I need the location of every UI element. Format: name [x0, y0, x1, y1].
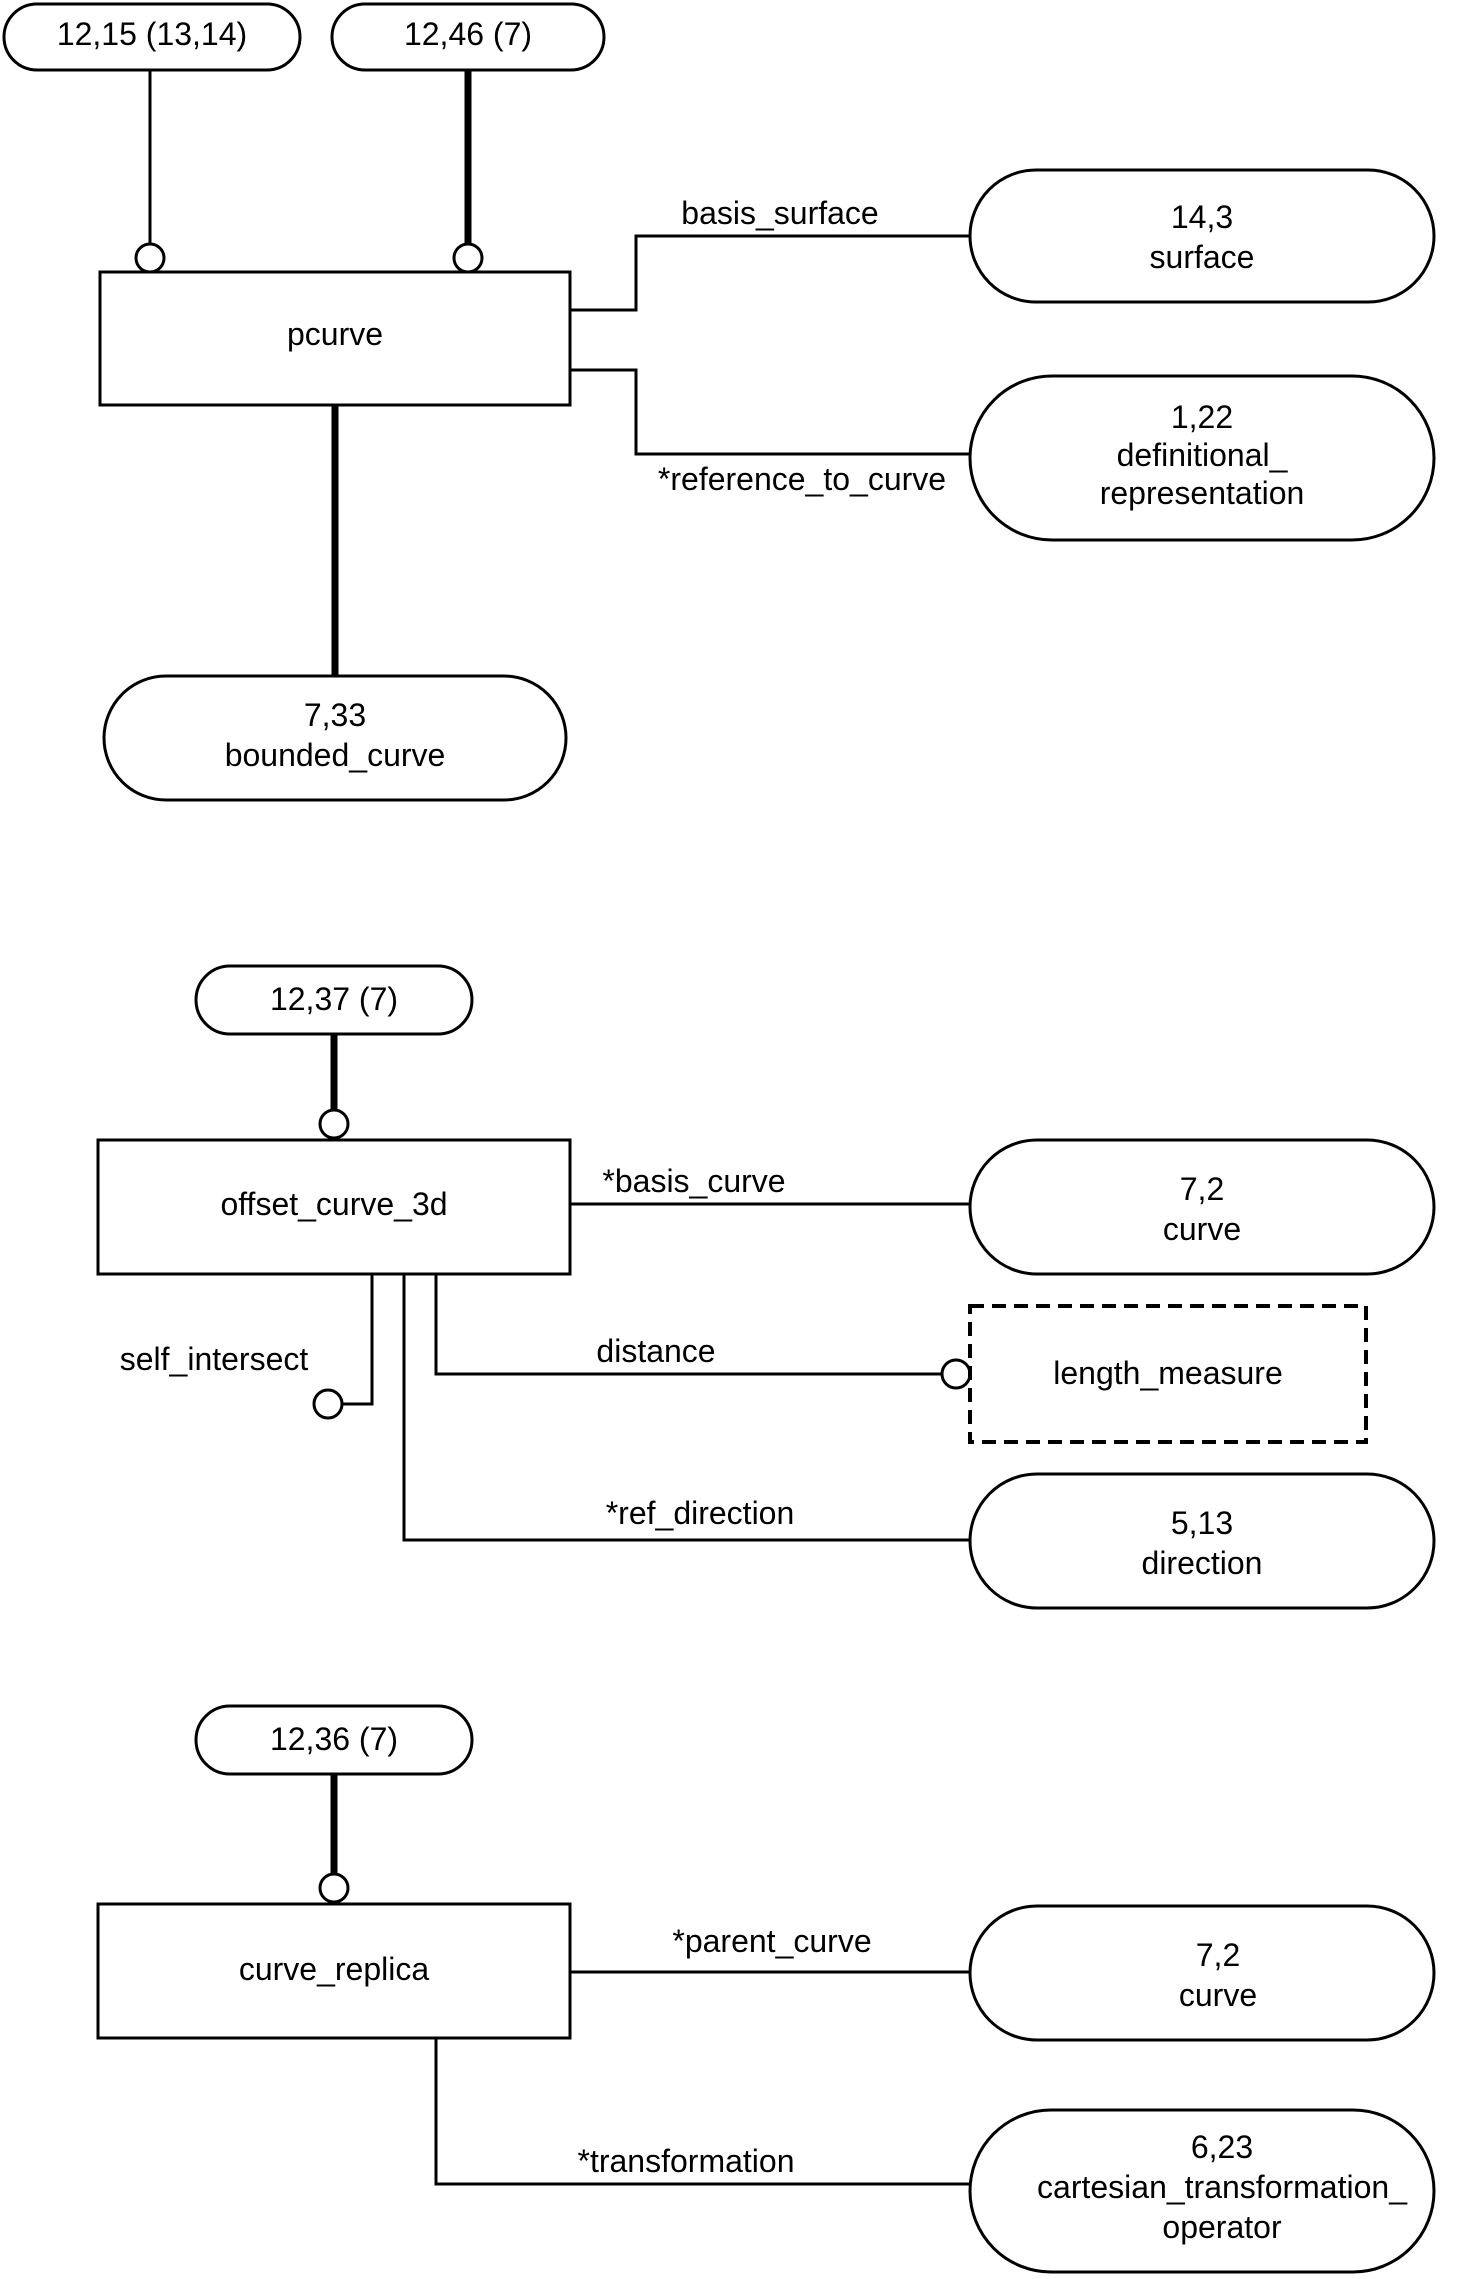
target-curve-line1: 7,2: [1180, 1171, 1224, 1207]
target-direction: [968, 1472, 1436, 1610]
target-definitional-representation: [968, 374, 1436, 542]
target-parent-curve: [968, 1904, 1436, 2042]
relation-line-self-intersect: [342, 1274, 374, 1406]
target-definitional-representation-line3: representation: [1100, 475, 1305, 511]
target-curve-line2: curve: [1163, 1211, 1241, 1247]
relation-circle-distance: [940, 1358, 972, 1390]
relation-line-ref-direction: [402, 1274, 970, 1542]
target-parent-curve-line2: curve: [1179, 1977, 1257, 2013]
relation-circle-12-37: [318, 1108, 350, 1140]
relation-circle-12-46: [452, 242, 484, 274]
attr-reference-to-curve-label: *reference_to_curve: [658, 461, 946, 497]
entity-pcurve-label: pcurve: [287, 316, 383, 352]
relation-line-reference-to-curve: [570, 368, 970, 456]
target-parent-curve-line1: 7,2: [1196, 1937, 1240, 1973]
entity-offset-curve-3d-label: offset_curve_3d: [220, 1186, 447, 1222]
relation-line-transformation: [434, 2038, 970, 2186]
attr-basis-curve-label: *basis_curve: [602, 1163, 785, 1199]
supertype-bounded-curve: [102, 674, 568, 802]
target-surface: [968, 168, 1436, 304]
page-ref-12-36-label: 12,36 (7): [270, 1721, 398, 1757]
relation-line-distance: [434, 1274, 942, 1376]
relation-circle-12-36: [318, 1872, 350, 1904]
attr-basis-surface-label: basis_surface: [681, 195, 878, 231]
attr-transformation-label: *transformation: [578, 2143, 795, 2179]
relation-circle-self-intersect: [312, 1388, 344, 1420]
target-curve: [968, 1138, 1436, 1276]
target-length-measure-label: length_measure: [1053, 1355, 1282, 1391]
target-transformation-operator-line3: operator: [1162, 2209, 1282, 2245]
page-ref-12-15-label: 12,15 (13,14): [57, 16, 247, 52]
supertype-bounded-curve-line2: bounded_curve: [225, 737, 446, 773]
entity-offset-curve-3d: [96, 1138, 572, 1276]
target-surface-line1: 14,3: [1171, 199, 1233, 235]
attr-self-intersect-label: self_intersect: [120, 1341, 309, 1377]
target-direction-line2: direction: [1142, 1545, 1263, 1581]
relation-circle-12-15: [134, 242, 166, 274]
curve-replica-diagram: 12,36 (7) curve_replica *parent_curve 7,…: [96, 1704, 1436, 2274]
page-ref-12-37-label: 12,37 (7): [270, 981, 398, 1017]
offset-curve-3d-diagram: 12,37 (7) offset_curve_3d *basis_curve 7…: [96, 964, 1436, 1610]
entity-curve-replica-label: curve_replica: [239, 1951, 430, 1987]
attr-ref-direction-label: *ref_direction: [606, 1495, 795, 1531]
target-definitional-representation-line2: definitional_: [1117, 437, 1289, 473]
target-surface-line2: surface: [1150, 239, 1255, 275]
attr-distance-label: distance: [596, 1333, 715, 1369]
target-definitional-representation-line1: 1,22: [1171, 399, 1233, 435]
page-ref-12-15: [2, 2, 302, 72]
relation-line-basis-surface: [570, 234, 970, 312]
entity-curve-replica: [96, 1902, 572, 2040]
page-ref-12-46-label: 12,46 (7): [404, 16, 532, 52]
target-transformation-operator-line2: cartesian_transformation_: [1037, 2169, 1408, 2205]
target-transformation-operator-line1: 6,23: [1191, 2129, 1253, 2165]
target-length-measure: [968, 1304, 1368, 1444]
supertype-bounded-curve-line1: 7,33: [304, 697, 366, 733]
target-transformation-operator: [968, 2108, 1436, 2274]
pcurve-diagram: 12,15 (13,14) 12,46 (7) pcurve basis_sur…: [2, 2, 1436, 802]
entity-pcurve: [98, 270, 572, 407]
target-direction-line1: 5,13: [1171, 1505, 1233, 1541]
attr-parent-curve-label: *parent_curve: [672, 1923, 871, 1959]
